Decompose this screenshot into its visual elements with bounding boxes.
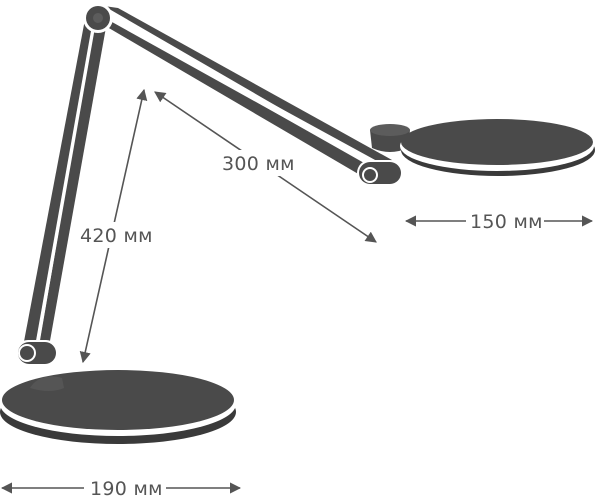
lamp-lower-arm — [22, 14, 108, 352]
upper-arm-gap — [108, 16, 386, 172]
bottom-joint — [16, 340, 58, 366]
top-joint — [83, 3, 113, 33]
lamp-head-neck-top — [370, 124, 410, 136]
lamp-base-mount — [30, 376, 64, 391]
dimension-label-height: 420 мм — [80, 225, 153, 247]
upper-arm-top-rail — [104, 6, 392, 166]
lower-arm-gap — [35, 16, 97, 350]
lamp-head — [370, 119, 595, 176]
dimension-label-head: 150 мм — [470, 211, 543, 233]
lamp-base — [0, 370, 236, 444]
lamp-base-top — [2, 370, 234, 430]
lower-arm-right-rail — [38, 14, 108, 352]
dimension-label-arm: 300 мм — [222, 153, 295, 175]
head-joint — [357, 160, 403, 186]
lower-arm-left-rail — [22, 14, 94, 352]
lamp-head-top — [401, 119, 593, 165]
dimension-label-base: 190 мм — [90, 478, 163, 497]
